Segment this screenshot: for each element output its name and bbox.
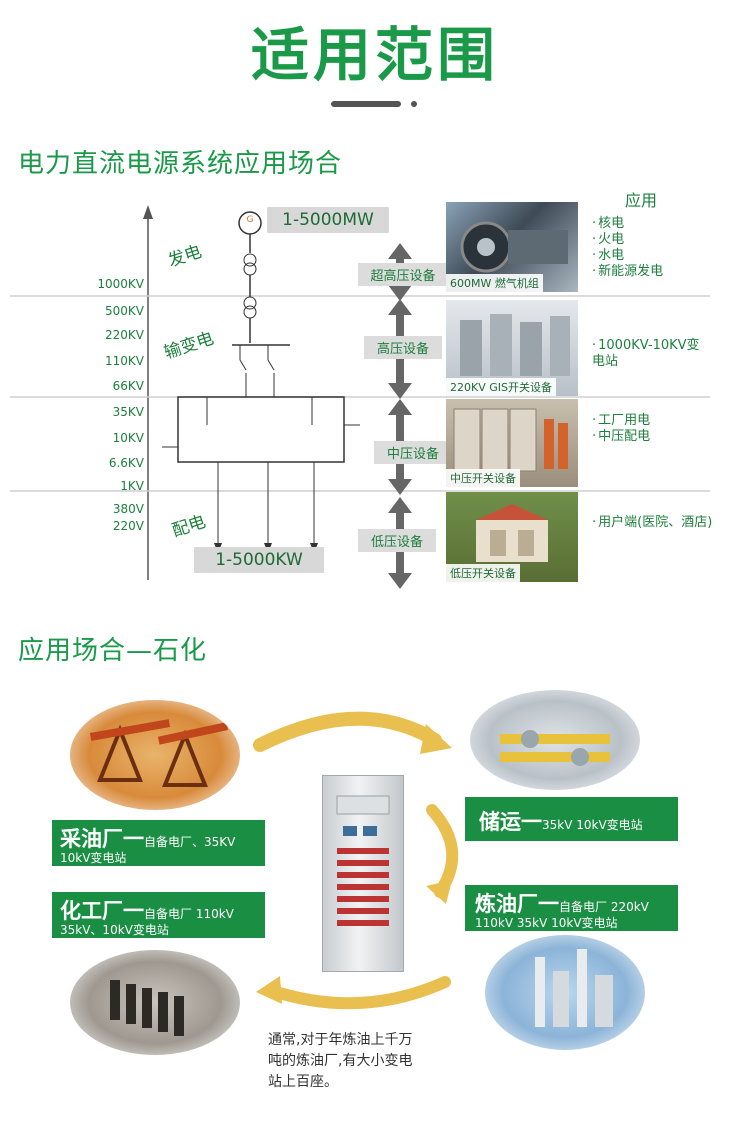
application-item: 中压配电: [592, 429, 650, 445]
oil-field-line1: 自备电厂、35KV: [144, 835, 236, 849]
applications-header: 应用: [625, 191, 658, 210]
category-medium-voltage: 中压设备: [374, 441, 452, 464]
application-item: 用户端(医院、酒店): [592, 515, 712, 531]
mv-illustration: [453, 408, 568, 472]
photo-gis-switchgear: 220KV GIS开关设备: [446, 300, 578, 396]
applications-generation: 核电 火电 水电 新能源发电: [592, 216, 663, 280]
storage-line1: 35kV 10kV变电站: [542, 818, 643, 832]
title-underline-bar: [331, 101, 401, 107]
arrow-right: [426, 804, 459, 904]
arrow-bottom: [256, 976, 451, 1010]
voltage-label: 110KV: [105, 354, 144, 368]
photo-oil-field: [70, 700, 240, 810]
photo-storage: [470, 690, 640, 790]
photo-caption: 600MW 燃气机组: [446, 274, 543, 292]
photo-mv-switchgear: 中压开关设备: [446, 399, 578, 487]
voltage-label: 500KV: [105, 304, 144, 318]
voltage-label: 220V: [112, 519, 144, 533]
top-output-label: 1-5000MW: [267, 207, 389, 233]
refinery-note: 通常,对于年炼油上千万 吨的炼油厂,有大小变电 站上百座。: [268, 1030, 453, 1093]
oil-field-head: 采油厂一: [60, 827, 144, 851]
voltage-label: 6.6KV: [108, 456, 144, 470]
vials-illustration: [110, 980, 184, 1036]
voltage-label: 10KV: [112, 431, 144, 445]
photo-caption: 低压开关设备: [446, 564, 520, 582]
chemical-head: 化工厂一: [60, 899, 144, 923]
application-item: 核电: [592, 216, 663, 232]
photo-chemical-lab: [70, 950, 240, 1055]
category-low-voltage: 低压设备: [358, 529, 436, 552]
applications-low-voltage: 用户端(医院、酒店): [592, 515, 712, 531]
category-ultra-high-voltage: 超高压设备: [358, 263, 448, 286]
voltage-label: 1KV: [120, 479, 144, 493]
gis-illustration: [460, 314, 570, 376]
section2-title: 应用场合—石化: [18, 636, 208, 666]
photo-caption: 220KV GIS开关设备: [446, 378, 556, 396]
category-high-voltage: 高压设备: [364, 336, 442, 359]
voltage-label: 35KV: [112, 405, 144, 419]
applications-medium-voltage: 工厂用电 中压配电: [592, 413, 650, 445]
voltage-label: 1000KV: [97, 277, 144, 291]
bottom-output-label: 1-5000KW: [194, 547, 324, 573]
pipeline-illustration: [500, 730, 610, 766]
chemical-line1: 自备电厂 110kV: [144, 907, 234, 921]
power-diagram: G 1-5000MW 1-5000KW 1000KV 500KV 220KV 1…: [10, 185, 740, 600]
diagram-lines: [10, 205, 710, 589]
refinery-line1: 自备电厂 220kV: [559, 900, 649, 914]
section1-title: 电力直流电源系统应用场合: [18, 149, 343, 179]
chemical-plant-box: 化工厂一自备电厂 110kV 35kV、10kV变电站: [52, 892, 265, 938]
cabinet-illustration: [336, 795, 390, 926]
voltage-label: 66KV: [112, 379, 144, 393]
voltage-label: 380V: [112, 502, 144, 516]
title-underline-dot: [411, 101, 417, 107]
pump-jack-illustration: [89, 719, 229, 787]
refinery-illustration: [535, 949, 613, 1027]
photo-refinery: [485, 935, 645, 1050]
turbine-illustration: [460, 221, 568, 273]
refinery-line2: 110kV 35kV 10kV变电站: [475, 916, 618, 930]
oil-field-line2: 10kV变电站: [60, 851, 127, 865]
photo-caption: 中压开关设备: [446, 469, 520, 487]
application-item: 新能源发电: [592, 264, 663, 280]
application-item: 1000KV-10KV变电站: [592, 338, 712, 370]
photo-lv-switchgear: 低压开关设备: [446, 492, 578, 582]
oil-field-box: 采油厂一自备电厂、35KV 10kV变电站: [52, 820, 265, 866]
lv-illustration: [476, 504, 548, 562]
generator-symbol: G: [246, 215, 254, 225]
chemical-line2: 35kV、10kV变电站: [60, 923, 169, 937]
refinery-box: 炼油厂一自备电厂 220kV 110kV 35kV 10kV变电站: [465, 885, 678, 931]
note-line: 通常,对于年炼油上千万: [268, 1032, 413, 1048]
application-item: 水电: [592, 248, 663, 264]
photo-gas-turbine: 600MW 燃气机组: [446, 202, 578, 292]
storage-head: 储运一: [479, 810, 542, 834]
application-item: 火电: [592, 232, 663, 248]
applications-high-voltage: 1000KV-10KV变电站: [592, 338, 712, 370]
dc-power-cabinet: [322, 775, 404, 972]
storage-box: 储运一35kV 10kV变电站: [465, 797, 678, 841]
voltage-label: 220KV: [105, 328, 144, 342]
page-title: 适用范围: [250, 21, 499, 89]
application-item: 工厂用电: [592, 413, 650, 429]
note-line: 吨的炼油厂,有大小变电: [268, 1053, 413, 1069]
arrow-top: [253, 711, 452, 754]
refinery-head: 炼油厂一: [475, 892, 559, 916]
note-line: 站上百座。: [268, 1074, 338, 1090]
